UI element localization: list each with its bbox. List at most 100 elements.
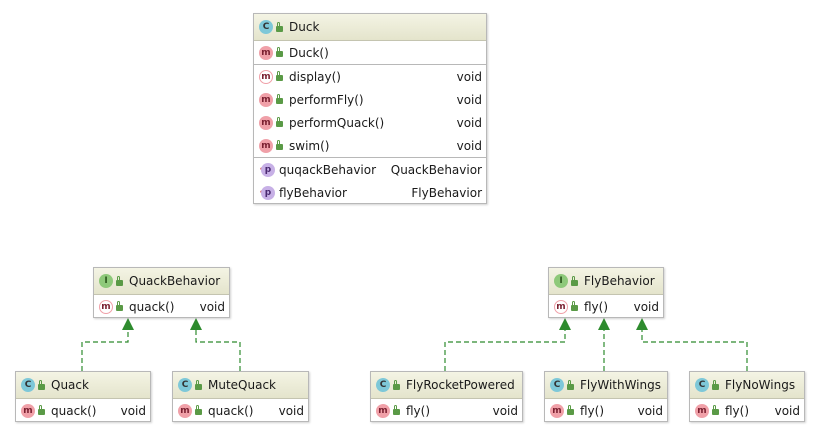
class-name: MuteQuack	[208, 378, 276, 392]
field-type: QuackBehavior	[390, 162, 482, 177]
class-method-row[interactable]: m fly() void	[690, 399, 804, 422]
public-lock-icon	[571, 301, 578, 311]
method-icon: m	[21, 403, 35, 418]
method-name: quack()	[208, 403, 254, 418]
method-name: quack()	[129, 299, 175, 314]
duck-method-swim[interactable]: m swim() void	[254, 134, 486, 157]
public-lock-icon	[276, 94, 283, 104]
public-lock-icon	[195, 405, 202, 415]
interface-method-row[interactable]: m quack() void	[94, 295, 229, 318]
class-icon: C	[178, 378, 192, 392]
public-lock-icon	[571, 275, 578, 286]
mutequack-class-box[interactable]: C MuteQuack m quack() void	[172, 371, 309, 422]
property-icon: p	[261, 185, 275, 200]
method-name: quack()	[51, 403, 97, 418]
duck-method-display[interactable]: m display() void	[254, 65, 486, 88]
class-header[interactable]: C FlyRocketPowered	[371, 372, 522, 399]
method-name: performQuack()	[289, 115, 385, 130]
duck-field-quqackbehavior[interactable]: • p quqackBehavior QuackBehavior	[254, 158, 486, 181]
public-lock-icon	[393, 379, 400, 390]
quackbehavior-interface-box[interactable]: I QuackBehavior m quack() void	[93, 267, 230, 318]
public-lock-icon	[276, 117, 283, 127]
return-type: void	[120, 403, 146, 418]
public-lock-icon	[38, 379, 45, 390]
constructor-name: Duck()	[289, 45, 329, 60]
class-name: FlyWithWings	[580, 378, 661, 392]
class-method-row[interactable]: m quack() void	[173, 399, 308, 422]
arrowhead-flyrocketpowered	[559, 318, 571, 330]
flynowings-class-box[interactable]: C FlyNoWings m fly() void	[689, 371, 805, 422]
class-icon: C	[695, 378, 709, 392]
class-icon: C	[259, 20, 273, 34]
abstract-method-icon: m	[259, 69, 273, 84]
method-name: fly()	[406, 403, 431, 418]
quack-class-box[interactable]: C Quack m quack() void	[15, 371, 151, 422]
class-method-row[interactable]: m fly() void	[371, 399, 522, 422]
method-name: swim()	[289, 138, 330, 153]
method-icon: m	[259, 138, 273, 153]
method-name: performFly()	[289, 92, 364, 107]
duck-class-box[interactable]: C Duck m Duck() m display() void m perfo…	[253, 13, 487, 204]
public-lock-icon	[712, 405, 719, 415]
public-lock-icon	[393, 405, 400, 415]
public-lock-icon	[38, 405, 45, 415]
duck-constructor-row[interactable]: m Duck()	[254, 41, 486, 64]
edge-flynowings-to-flybehavior	[641, 330, 748, 371]
interface-header[interactable]: I FlyBehavior	[549, 268, 663, 295]
class-method-row[interactable]: m fly() void	[545, 399, 667, 422]
class-name: FlyNoWings	[725, 378, 796, 392]
interface-header[interactable]: I QuackBehavior	[94, 268, 229, 295]
public-lock-icon	[276, 21, 283, 32]
public-lock-icon	[116, 275, 123, 286]
class-icon: C	[21, 378, 35, 392]
duck-method-performfly[interactable]: m performFly() void	[254, 88, 486, 111]
return-type: void	[199, 299, 225, 314]
method-icon: m	[178, 403, 192, 418]
return-type: void	[637, 403, 663, 418]
method-name: fly()	[584, 299, 609, 314]
field-name: quqackBehavior	[279, 162, 377, 177]
interface-icon: I	[554, 274, 568, 288]
abstract-method-icon: m	[99, 299, 113, 314]
class-name: Duck	[289, 20, 320, 34]
method-icon: m	[550, 403, 564, 418]
return-type: void	[492, 403, 518, 418]
interface-name: QuackBehavior	[129, 274, 221, 288]
interface-method-row[interactable]: m fly() void	[549, 295, 663, 318]
method-icon: m	[259, 115, 273, 130]
flybehavior-interface-box[interactable]: I FlyBehavior m fly() void	[548, 267, 664, 318]
flywithwings-class-box[interactable]: C FlyWithWings m fly() void	[544, 371, 668, 422]
class-name: FlyRocketPowered	[406, 378, 515, 392]
class-icon: C	[550, 378, 564, 392]
method-name: display()	[289, 69, 341, 84]
duck-method-performquack[interactable]: m performQuack() void	[254, 111, 486, 134]
method-icon: m	[376, 403, 390, 418]
public-lock-icon	[276, 47, 283, 57]
return-type: void	[456, 92, 482, 107]
flyrocketpowered-class-box[interactable]: C FlyRocketPowered m fly() void	[370, 371, 523, 422]
class-header[interactable]: C FlyNoWings	[690, 372, 804, 399]
class-method-row[interactable]: m quack() void	[16, 399, 150, 422]
interface-name: FlyBehavior	[584, 274, 655, 288]
return-type: void	[456, 138, 482, 153]
method-icon: m	[259, 45, 273, 60]
duck-field-flybehavior[interactable]: • p flyBehavior FlyBehavior	[254, 181, 486, 204]
method-name: fly()	[580, 403, 605, 418]
public-lock-icon	[276, 140, 283, 150]
public-lock-icon	[195, 379, 202, 390]
property-icon: p	[261, 162, 275, 177]
abstract-method-icon: m	[554, 299, 568, 314]
class-header[interactable]: C MuteQuack	[173, 372, 308, 399]
class-name: Quack	[51, 378, 89, 392]
edge-mutequack-to-quackbehavior	[195, 330, 241, 371]
arrowhead-flywithwings	[598, 318, 610, 330]
arrowhead-flynowings	[636, 318, 648, 330]
return-type: void	[774, 403, 800, 418]
class-header[interactable]: C FlyWithWings	[545, 372, 667, 399]
public-lock-icon	[567, 405, 574, 415]
duck-class-header[interactable]: C Duck	[254, 14, 486, 41]
class-header[interactable]: C Quack	[16, 372, 150, 399]
edge-quack-to-quackbehavior	[81, 330, 129, 371]
arrowhead-quack	[122, 318, 134, 330]
